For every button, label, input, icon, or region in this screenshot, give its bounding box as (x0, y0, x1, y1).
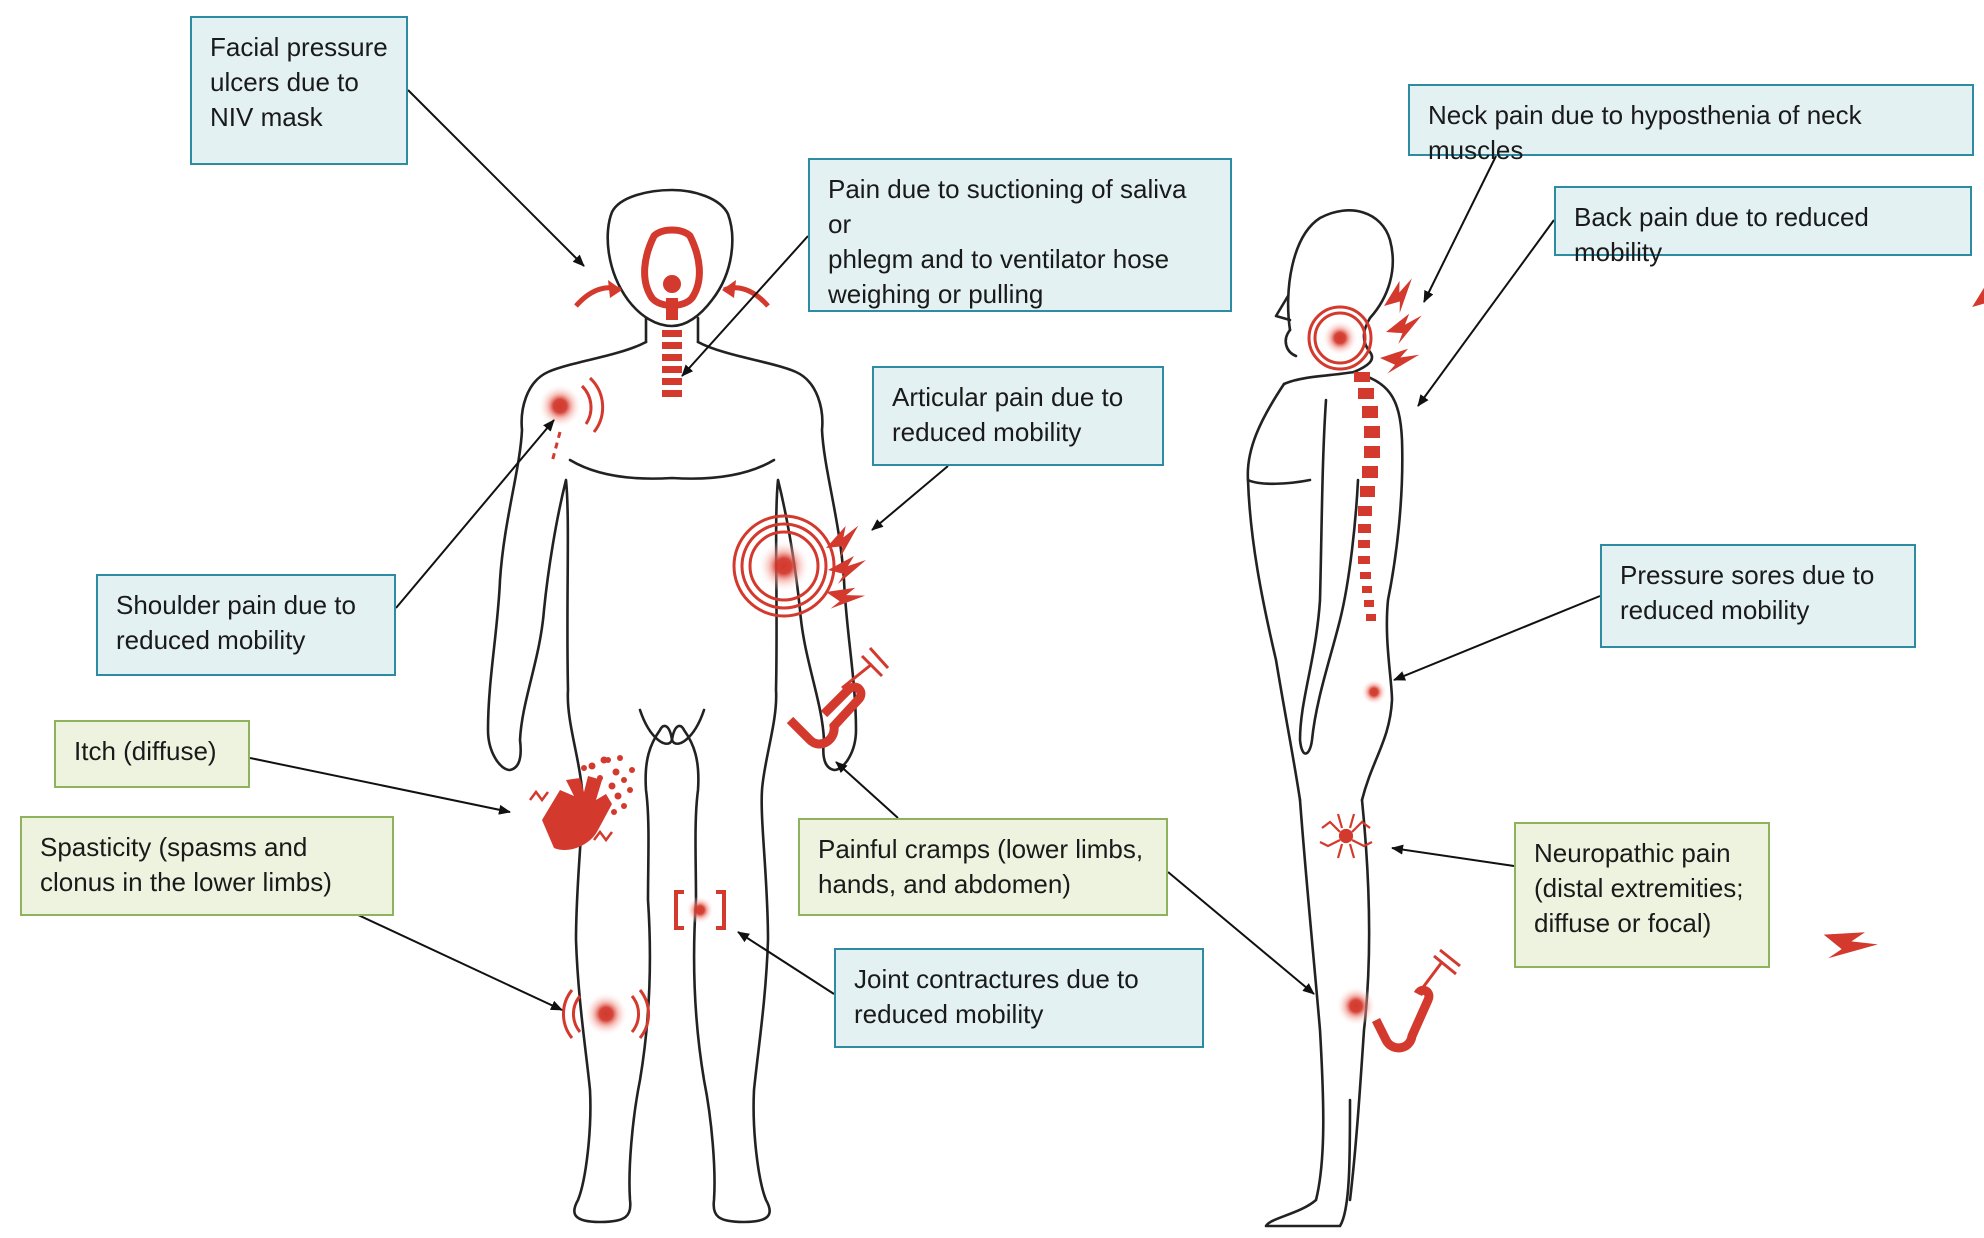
label-line: Pressure sores due to (1620, 560, 1875, 590)
label-back-pain: Back pain due to reduced mobility (1554, 186, 1972, 267)
buttock-pressure-sore-icon (1361, 679, 1387, 705)
label-line: Back pain due to reduced mobility (1574, 202, 1869, 267)
label-joint-contractures: Joint contractures due to reduced mobili… (834, 948, 1204, 1048)
connector-arrows (249, 89, 1601, 1011)
trachea-icon (662, 330, 682, 397)
label-line: Facial pressure (210, 32, 388, 62)
label-line: Joint contractures due to (854, 964, 1139, 994)
spine-icon (1354, 372, 1380, 621)
label-spasticity: Spasticity (spasms and clonus in the low… (20, 816, 394, 916)
label-line: (distal extremities; (1534, 873, 1744, 903)
label-line: Painful cramps (lower limbs, (818, 834, 1144, 864)
label-line: weighing or pulling (828, 279, 1044, 309)
label-line: clonus in the lower limbs) (40, 867, 332, 897)
label-facial-pressure-ulcers: Facial pressure ulcers due to NIV mask (190, 16, 408, 165)
label-line: ulcers due to (210, 67, 359, 97)
label-itch: Itch (diffuse) (54, 720, 250, 788)
label-pressure-sores: Pressure sores due to reduced mobility (1600, 544, 1916, 648)
label-neck-pain: Neck pain due to hyposthenia of neck mus… (1408, 84, 1974, 165)
label-line: phlegm and to ventilator hose (828, 244, 1170, 274)
side-body-outline (1246, 209, 1404, 1228)
label-line: hands, and abdomen) (818, 869, 1071, 899)
leg-spasticity-icon (562, 989, 650, 1039)
elbow-articular-pain-icon (732, 514, 867, 619)
label-line: reduced mobility (854, 999, 1044, 1029)
label-line: NIV mask (210, 102, 323, 132)
label-line: reduced mobility (892, 417, 1082, 447)
label-line: diffuse or focal) (1534, 908, 1712, 938)
label-line: Spasticity (spasms and (40, 832, 308, 862)
label-line: Itch (diffuse) (74, 736, 217, 766)
label-suctioning-pain: Pain due to suctioning of saliva or phle… (808, 158, 1232, 312)
label-line: Shoulder pain due to (116, 590, 356, 620)
itch-hand-icon (529, 755, 635, 850)
side-neck-pain-icon (1307, 274, 1426, 379)
knee-joint-contracture-icon (674, 890, 726, 930)
neuropathic-spider-icon (1319, 813, 1373, 859)
label-line: Pain due to suctioning of saliva or (828, 174, 1187, 239)
label-line: Articular pain due to (892, 382, 1124, 412)
label-line: reduced mobility (116, 625, 306, 655)
label-neuropathic-pain: Neuropathic pain (distal extremities; di… (1514, 822, 1770, 968)
calf-pain-icon (1336, 986, 1376, 1026)
label-line: Neuropathic pain (1534, 838, 1731, 868)
niv-mask-icon (574, 226, 770, 320)
label-line: Neck pain due to hyposthenia of neck mus… (1428, 100, 1862, 165)
label-line: reduced mobility (1620, 595, 1810, 625)
label-painful-cramps: Painful cramps (lower limbs, hands, and … (798, 818, 1168, 916)
hand-cramp-clamp-icon (786, 646, 890, 749)
label-articular-pain: Articular pain due to reduced mobility (872, 366, 1164, 466)
shoulder-pain-icon (538, 376, 605, 463)
label-shoulder-pain: Shoulder pain due to reduced mobility (96, 574, 396, 676)
leg-cramp-clamp-icon (1371, 948, 1461, 1053)
